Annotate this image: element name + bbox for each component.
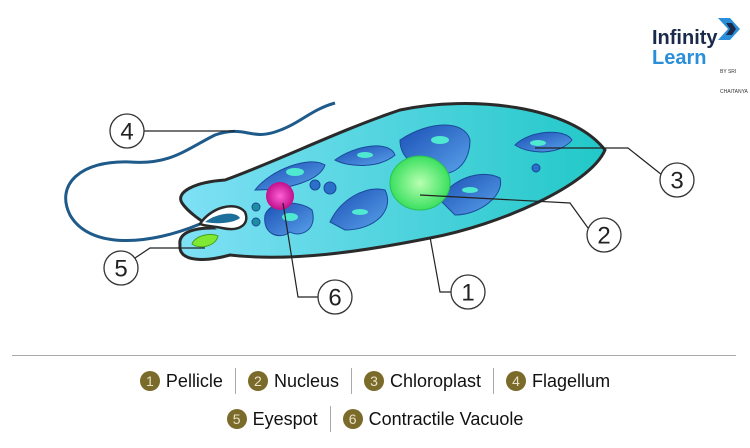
flagellum-base bbox=[205, 213, 240, 224]
eyespot bbox=[191, 233, 219, 248]
divider bbox=[12, 355, 736, 356]
svg-text:3: 3 bbox=[670, 168, 683, 195]
leader-lines bbox=[134, 130, 663, 298]
callout-6: 6 bbox=[317, 279, 353, 315]
legend-label: Nucleus bbox=[273, 370, 339, 391]
badge: 1 bbox=[139, 371, 160, 391]
callout-4: 4 bbox=[109, 113, 145, 149]
separator bbox=[493, 368, 495, 394]
badge: 4 bbox=[506, 371, 527, 391]
callout-5: 5 bbox=[103, 250, 139, 286]
infinity-learn-logo: Infinity Learn BY SRI CHAITANYA bbox=[652, 27, 748, 95]
logo-line1: Infinity bbox=[652, 27, 718, 49]
granules bbox=[251, 163, 541, 227]
legend-label: Chloroplast bbox=[389, 370, 482, 391]
callouts: 4 5 6 1 2 3 bbox=[103, 113, 695, 315]
legend-label: Flagellum bbox=[532, 370, 611, 391]
separator bbox=[234, 368, 236, 394]
flagellum bbox=[64, 101, 336, 242]
callout-3: 3 bbox=[659, 162, 695, 198]
svg-text:6: 6 bbox=[328, 285, 341, 312]
svg-text:2: 2 bbox=[597, 223, 610, 250]
logo-line2: Learn bbox=[652, 47, 707, 69]
nucleus bbox=[389, 155, 451, 211]
callout-2: 2 bbox=[586, 217, 622, 253]
badge: 2 bbox=[247, 371, 268, 391]
svg-text:5: 5 bbox=[114, 256, 127, 283]
separator bbox=[329, 406, 331, 432]
legend-label: Eyespot bbox=[252, 408, 318, 429]
callout-1: 1 bbox=[450, 274, 486, 310]
logo-tagline: BY SRI CHAITANYA bbox=[720, 69, 748, 95]
svg-text:1: 1 bbox=[461, 280, 474, 307]
svg-text:4: 4 bbox=[120, 119, 133, 146]
legend-label: Contractile Vacuole bbox=[368, 408, 524, 429]
contractile-vacuole bbox=[266, 182, 294, 210]
legend-label: Pellicle bbox=[165, 370, 223, 391]
badge: 5 bbox=[226, 409, 247, 429]
logo-chevron-icon bbox=[718, 18, 740, 40]
badge: 3 bbox=[363, 371, 384, 391]
separator bbox=[350, 368, 352, 394]
badge: 6 bbox=[342, 409, 363, 429]
pyrenoids bbox=[282, 136, 546, 221]
